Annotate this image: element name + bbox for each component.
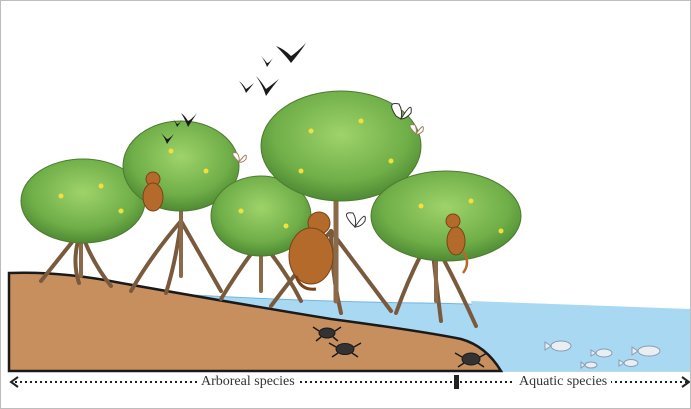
open-water: [471, 301, 691, 371]
monkey-small-left: [143, 172, 163, 211]
boundary-marker: [454, 375, 459, 389]
tree-canopies: [21, 91, 521, 261]
canopy-5: [371, 171, 521, 261]
aquatic-species-label: Aquatic species: [515, 373, 611, 391]
arboreal-species-label: Arboreal species: [197, 373, 299, 391]
butterfly-3: [346, 213, 365, 227]
